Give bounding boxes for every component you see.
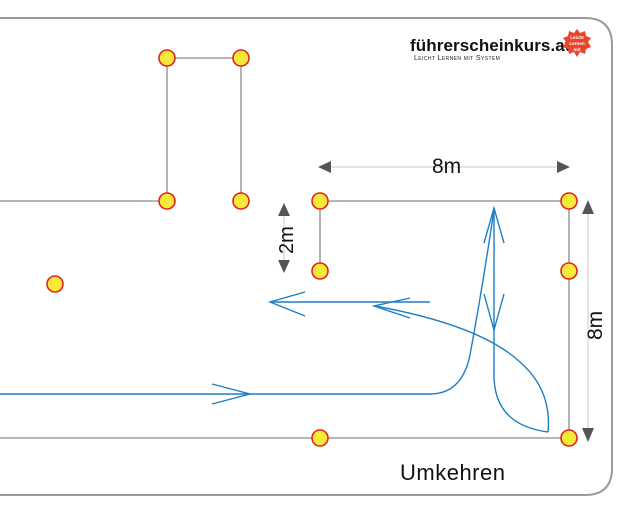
path-chevron-left	[267, 291, 306, 317]
cones	[46, 49, 578, 447]
path-exit-curve	[374, 305, 550, 433]
path-chevron-right	[211, 383, 253, 405]
logo-badge-line: Lernen	[569, 41, 585, 46]
path-chevron-up	[483, 205, 505, 244]
caption: Umkehren	[400, 460, 506, 485]
logo-name: führerscheinkurs.at	[410, 36, 571, 55]
cone	[311, 429, 329, 447]
dimension-arrowheads	[278, 161, 594, 442]
arrowhead-down	[278, 260, 290, 273]
arrowhead-left	[318, 161, 331, 173]
logo-badge-icon: Leicht Lernen mit	[563, 29, 591, 57]
course-boundary	[0, 17, 613, 496]
dimension-arrows	[283, 166, 589, 432]
arrowhead-right	[557, 161, 570, 173]
path-reverse-stem	[493, 210, 549, 433]
course-lines	[0, 57, 570, 439]
dimension-label-top: 8m	[432, 155, 462, 178]
logo-tagline: Leicht Lernen mit System	[414, 55, 501, 62]
cone	[311, 192, 329, 210]
cone	[158, 192, 176, 210]
path-chevron-down	[483, 293, 505, 333]
logo-badge-line: mit	[574, 47, 581, 52]
cone	[232, 49, 250, 67]
arrowhead-up	[278, 203, 290, 216]
cone	[560, 262, 578, 280]
cone	[46, 275, 64, 293]
dimension-label-gap: 2m	[276, 226, 298, 254]
driving-path	[0, 205, 550, 433]
logo: führerscheinkurs.at Leicht Lernen mit Sy…	[410, 29, 600, 68]
cone	[560, 192, 578, 210]
path-chevron-left	[371, 297, 411, 319]
logo-badge-line: Leicht	[570, 35, 584, 40]
cone	[158, 49, 176, 67]
dimension-label-right: 8m	[584, 310, 607, 340]
cone	[560, 429, 578, 447]
arrowhead-up	[582, 200, 594, 214]
cone	[232, 192, 250, 210]
arrowhead-down	[582, 428, 594, 442]
cone	[311, 262, 329, 280]
path-approach	[0, 209, 495, 395]
